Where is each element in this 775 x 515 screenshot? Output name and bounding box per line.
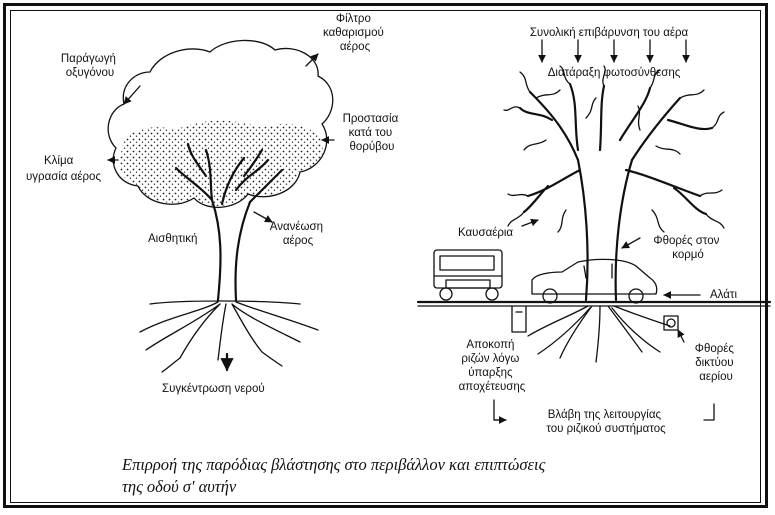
right-tree-branches — [520, 84, 712, 214]
left-tree-roots — [140, 302, 318, 372]
label-oxygen: Παράγωγή οξυγόνου — [61, 53, 119, 79]
left-tree-trunk — [212, 200, 250, 300]
right-tree-roots — [528, 306, 670, 362]
caption: Επιρροή της παρόδιας βλάστησης στο περιβ… — [122, 454, 762, 498]
label-trunk: Φθορές στον κορμό — [653, 235, 722, 261]
label-photosynthesis: Διατάραξη φωτοσύνθεσης — [548, 67, 681, 79]
label-filter: Φίλτρο καθαρισμού αέρος — [323, 13, 387, 53]
label-salt: Αλάτι — [710, 289, 737, 301]
car — [532, 259, 657, 303]
right-tree: Συνολική επιβάρυνση του αέρα Διατάραξη φ… — [418, 27, 770, 435]
label-roots-cut: Αποκοπή ριζών λόγω ύπαρξης αποχέτευσης — [459, 339, 526, 393]
label-water: Συγκέντρωση νερού — [162, 383, 265, 395]
label-pollution: Συνολική επιβάρυνση του αέρα — [530, 27, 689, 39]
drain-pipe — [512, 306, 526, 332]
caption-line-1: Επιρροή της παρόδιας βλάστησης στο περιβ… — [122, 454, 762, 476]
left-tree: Παράγωγή οξυγόνου Φίλτρο καθαρισμού αέρο… — [26, 13, 401, 395]
arrow-oxygen — [124, 86, 140, 104]
label-aesthetic: Αισθητική — [148, 233, 197, 245]
label-climate: Κλίμα υγρασία αέρος — [26, 155, 101, 183]
label-noise: Προστασία κατά του θορύβου — [343, 113, 402, 153]
right-tree-twigs — [504, 66, 724, 232]
gas-pipe — [664, 316, 678, 330]
truck — [434, 250, 502, 300]
arrow-gas — [678, 330, 684, 342]
label-root-damage: Βλάβη της λειτουργίας του ριζικού συστήμ… — [546, 409, 666, 435]
label-gas: Φθορές δικτύου αερίου — [695, 343, 737, 383]
left-tree-stipple — [119, 121, 323, 206]
left-ground — [150, 301, 300, 304]
right-tree-trunk — [578, 160, 632, 300]
arrow-trunk — [622, 238, 640, 248]
arrow-exhaust — [522, 220, 538, 226]
label-renewal: Ανανέωση αέρος — [270, 221, 326, 247]
caption-line-2: της οδού σ' αυτήν — [122, 476, 762, 498]
label-exhaust: Καυσαέρια — [458, 227, 513, 239]
pollution-arrows — [542, 40, 686, 62]
